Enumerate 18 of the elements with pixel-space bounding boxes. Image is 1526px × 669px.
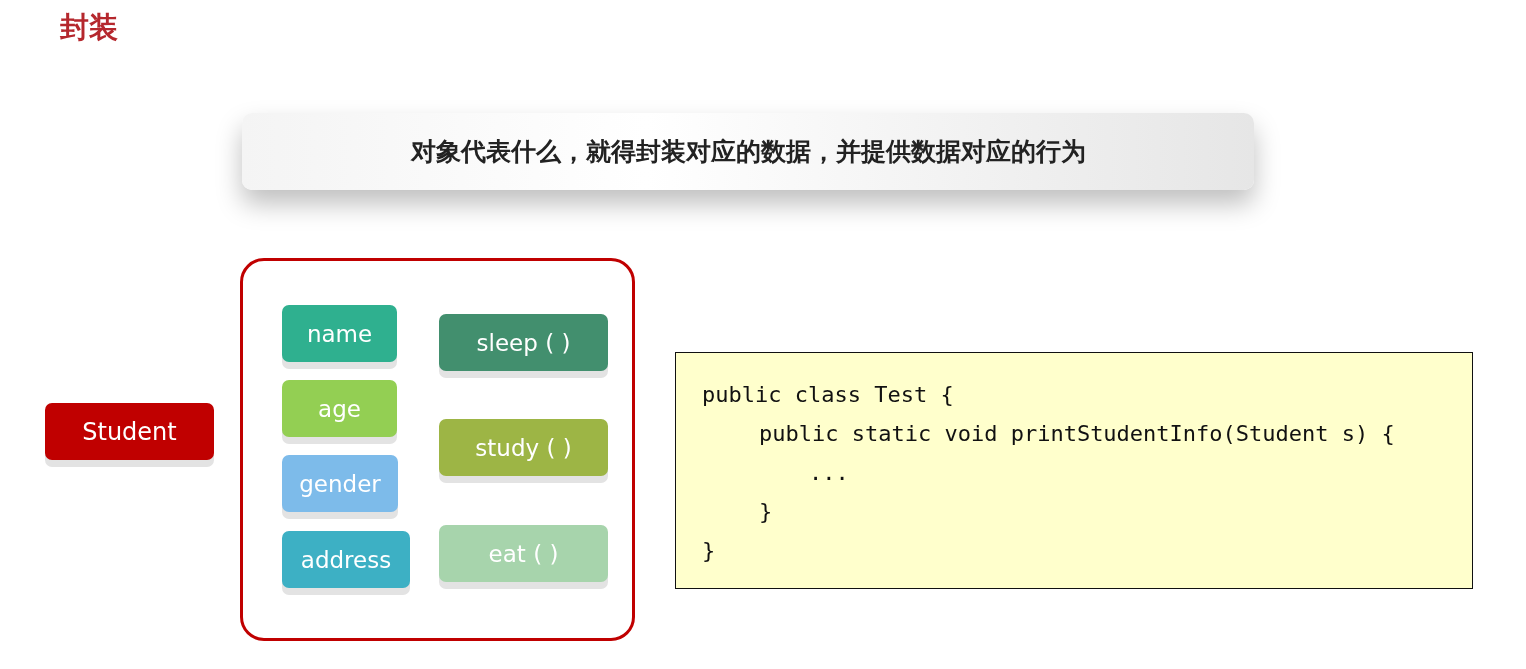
tag-text: address bbox=[300, 546, 392, 573]
tag-text: sleep ( ) bbox=[476, 329, 571, 356]
tag-text: Student bbox=[82, 417, 177, 446]
code-line: } bbox=[759, 499, 773, 524]
code-line: ... bbox=[809, 460, 849, 485]
banner-text: 对象代表什么，就得封装对应的数据，并提供数据对应的行为 bbox=[410, 136, 1086, 168]
tag-text: name bbox=[306, 320, 373, 347]
tag-text: eat ( ) bbox=[488, 540, 559, 567]
container-frame bbox=[240, 258, 635, 641]
code-line: public static void printStudentInfo(Student s) { bbox=[759, 421, 1395, 446]
title: 封装 bbox=[60, 9, 118, 46]
code-box bbox=[675, 352, 1473, 589]
banner bbox=[242, 113, 1254, 190]
tag-text: study ( ) bbox=[475, 434, 572, 461]
tag-text: gender bbox=[299, 470, 381, 497]
code-line: } bbox=[702, 538, 716, 563]
tag-text: age bbox=[318, 395, 361, 422]
code-line: public class Test { bbox=[702, 382, 954, 407]
